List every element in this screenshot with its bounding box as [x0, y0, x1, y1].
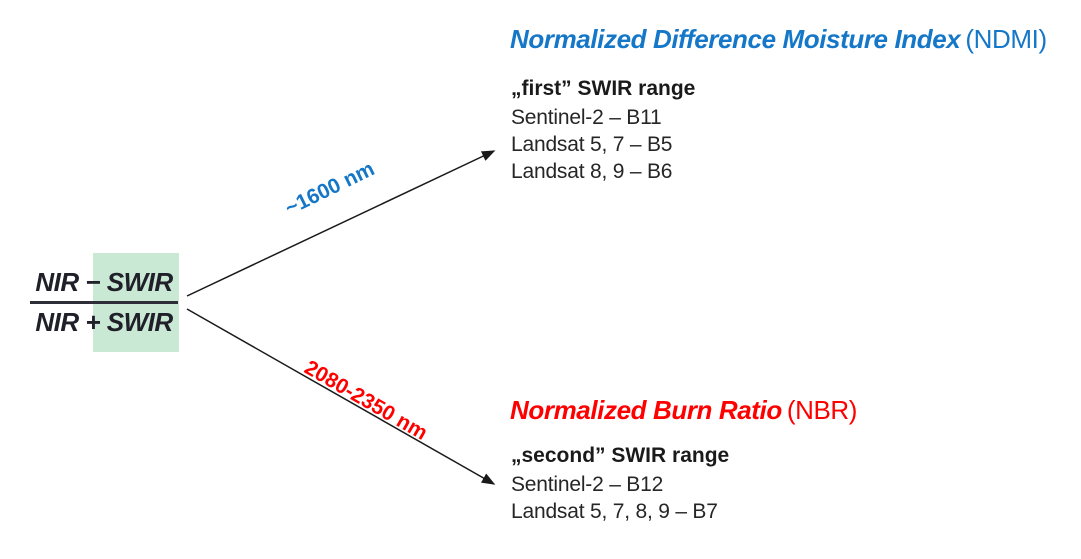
band-line: Sentinel-2 – B12	[511, 473, 664, 496]
nbr-title-name: Normalized Burn Ratio	[510, 395, 782, 425]
fraction-bar	[30, 301, 178, 304]
ndmi-title-name: Normalized Difference Moisture Index	[510, 24, 961, 54]
nbr-band-list: Sentinel-2 – B12 Landsat 5, 7, 8, 9 – B7	[511, 471, 718, 525]
band-line: Sentinel-2 – B11	[511, 106, 662, 129]
ndmi-title: Normalized Difference Moisture Index(NDM…	[510, 24, 1047, 55]
first-swir-range-heading: „first” SWIR range	[511, 77, 696, 100]
ndmi-title-abbr: (NDMI)	[965, 24, 1047, 54]
formula-denominator: NIR + SWIR	[35, 307, 173, 337]
ndvi-style-formula: NIR − SWIR NIR + SWIR	[30, 264, 178, 341]
formula-numerator: NIR − SWIR	[35, 267, 173, 297]
ndmi-band-list: Sentinel-2 – B11 Landsat 5, 7 – B5 Lands…	[511, 104, 672, 185]
band-line: Landsat 8, 9 – B6	[511, 160, 673, 183]
nbr-wavelength-label: 2080-2350 nm	[300, 356, 432, 445]
band-line: Landsat 5, 7 – B5	[511, 133, 673, 156]
band-line: Landsat 5, 7, 8, 9 – B7	[511, 500, 718, 523]
second-swir-range-heading: „second” SWIR range	[511, 444, 730, 467]
ndmi-wavelength-label: ~1600 nm	[281, 157, 379, 221]
nbr-title: Normalized Burn Ratio(NBR)	[510, 395, 857, 426]
nbr-title-abbr: (NBR)	[786, 395, 858, 425]
